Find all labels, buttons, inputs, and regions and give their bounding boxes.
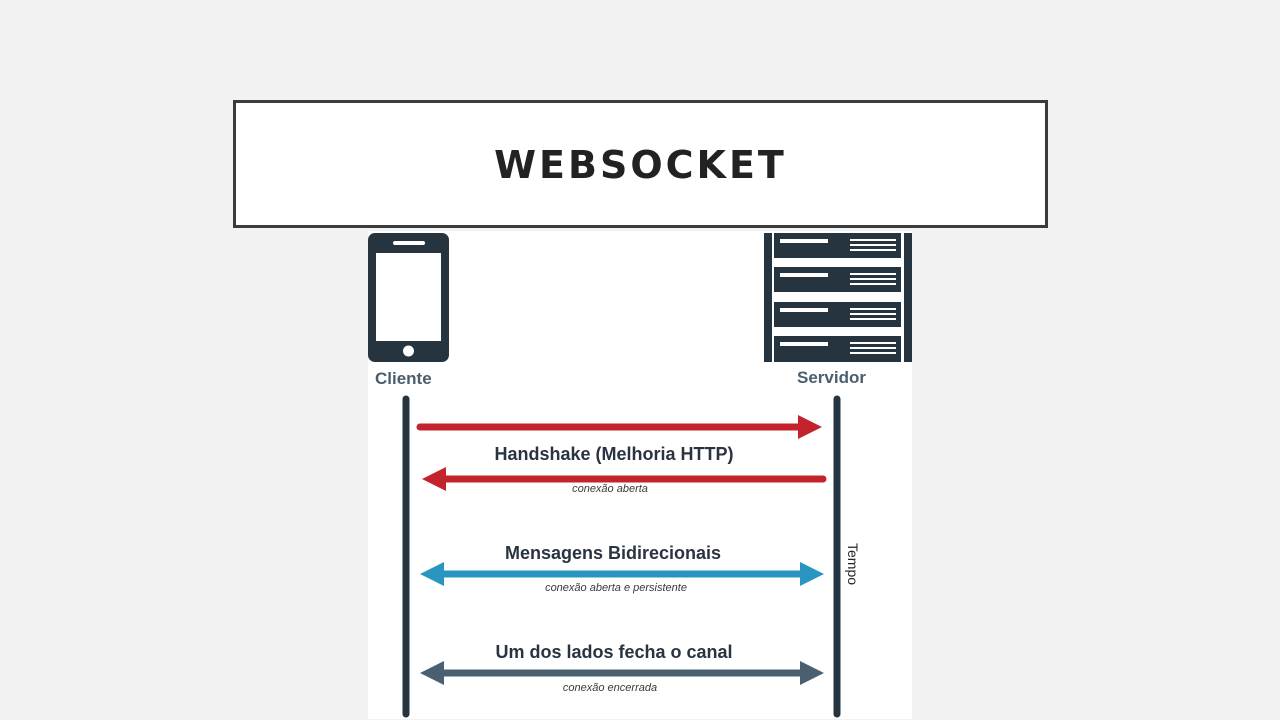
server-icon [764, 233, 912, 362]
bidirectional-label: Mensagens Bidirecionais [504, 543, 722, 563]
title-box: WEBSOCKET [233, 100, 1048, 228]
phone-icon [368, 233, 449, 362]
handshake-response-arrow [422, 467, 827, 491]
diagram-canvas [368, 233, 912, 718]
handshake-label: Handshake (Melhoria HTTP) [494, 444, 734, 464]
close-channel-arrow [420, 661, 824, 685]
bidirectional-note: conexão aberta e persistente [545, 582, 687, 594]
close-channel-note: conexão encerrada [562, 682, 658, 694]
handshake-note: conexão aberta [572, 483, 648, 495]
websocket-diagram: Cliente Servidor Handshake (Melhoria HTT… [368, 231, 912, 719]
time-axis-label: Tempo [845, 543, 861, 586]
bidirectional-arrow [420, 562, 824, 586]
handshake-request-arrow [416, 415, 822, 439]
slide-title: WEBSOCKET [494, 143, 787, 187]
client-label: Cliente [375, 369, 432, 388]
server-label: Servidor [797, 368, 866, 387]
close-channel-label: Um dos lados fecha o canal [495, 642, 733, 662]
